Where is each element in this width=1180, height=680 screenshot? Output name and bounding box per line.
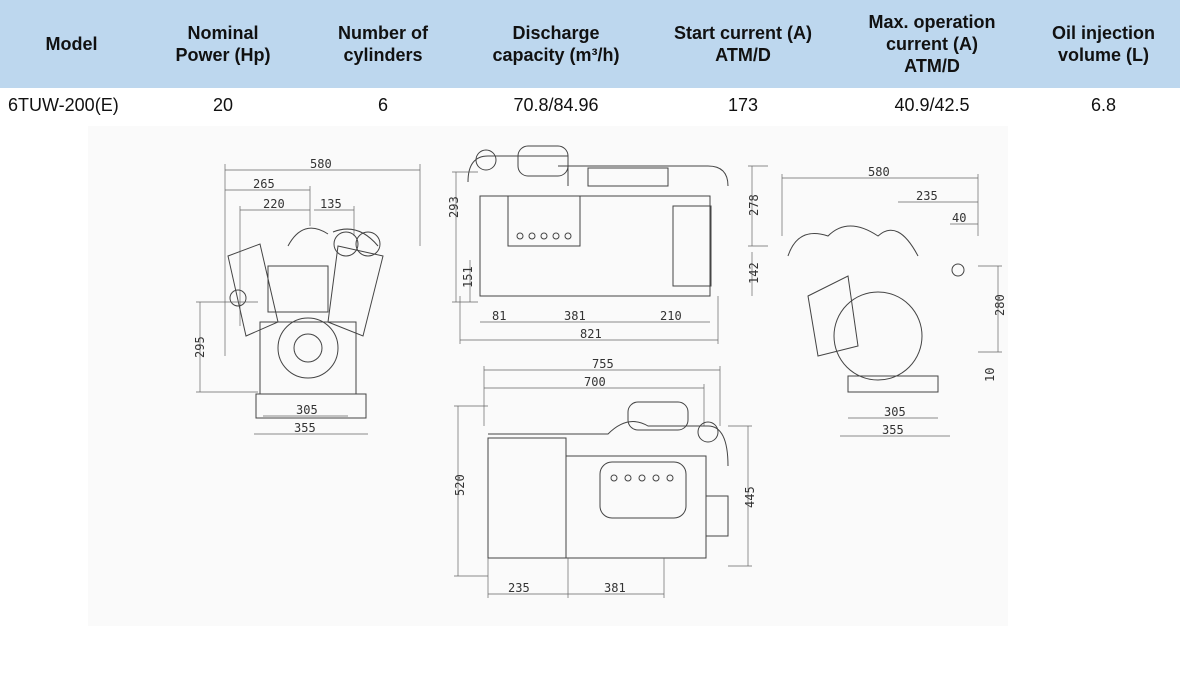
side-dim-278: 278: [747, 194, 761, 216]
side-dim-821: 821: [580, 327, 602, 341]
header-model: Model: [0, 0, 143, 88]
top-dim-520: 520: [453, 474, 467, 496]
right-dim-10: 10: [983, 368, 997, 382]
side-dim-151: 151: [461, 266, 475, 288]
side-dim-381: 381: [564, 309, 586, 323]
header-start-current: Start current (A)ATM/D: [649, 0, 837, 88]
cell-cylinders: 6: [377, 94, 388, 115]
front-dim-265: 265: [253, 177, 275, 191]
cell-power: 20: [212, 94, 234, 115]
cell-oil-volume: 6.8: [1090, 94, 1117, 115]
right-dim-580: 580: [868, 165, 890, 179]
top-dim-381: 381: [604, 581, 626, 595]
side-dim-81: 81: [492, 309, 506, 323]
front-dim-135: 135: [320, 197, 342, 211]
right-dim-235: 235: [916, 189, 938, 203]
right-view: 580 235 40 280 10 305 355: [781, 165, 1007, 437]
top-dim-235: 235: [508, 581, 530, 595]
top-dim-700: 700: [584, 375, 606, 389]
front-dim-295: 295: [193, 336, 207, 358]
front-dim-220: 220: [263, 197, 285, 211]
front-dim-355: 355: [294, 421, 316, 435]
top-dim-755: 755: [592, 357, 614, 371]
cell-start-current: 173: [727, 94, 759, 115]
cell-model: 6TUW-200(E): [8, 94, 119, 115]
cell-discharge: 70.8/84.96: [513, 94, 599, 115]
front-dim-580: 580: [310, 157, 332, 171]
right-dim-355: 355: [882, 423, 904, 437]
side-dim-293: 293: [447, 196, 461, 218]
front-view: 580 265 220 135 295 305 355: [193, 157, 421, 435]
right-dim-40: 40: [952, 211, 966, 225]
front-dim-305: 305: [296, 403, 318, 417]
compressor-drawing: 580 265 220 135 295 305 355: [88, 126, 1008, 626]
right-dim-305: 305: [884, 405, 906, 419]
top-view: 755 700 520 445 235 381: [453, 357, 757, 598]
top-dim-445: 445: [743, 486, 757, 508]
right-dim-280: 280: [993, 294, 1007, 316]
side-view: 293 151 278 142 81 381 210 821: [447, 145, 768, 344]
table-row: 6TUW-200(E) 20 6 70.8/84.96 173 40.9/42.…: [0, 88, 1180, 122]
dimension-drawing-svg: 580 265 220 135 295 305 355: [193, 145, 1007, 598]
side-dim-210: 210: [660, 309, 682, 323]
cell-max-current: 40.9/42.5: [894, 94, 970, 115]
side-dim-142: 142: [747, 262, 761, 284]
